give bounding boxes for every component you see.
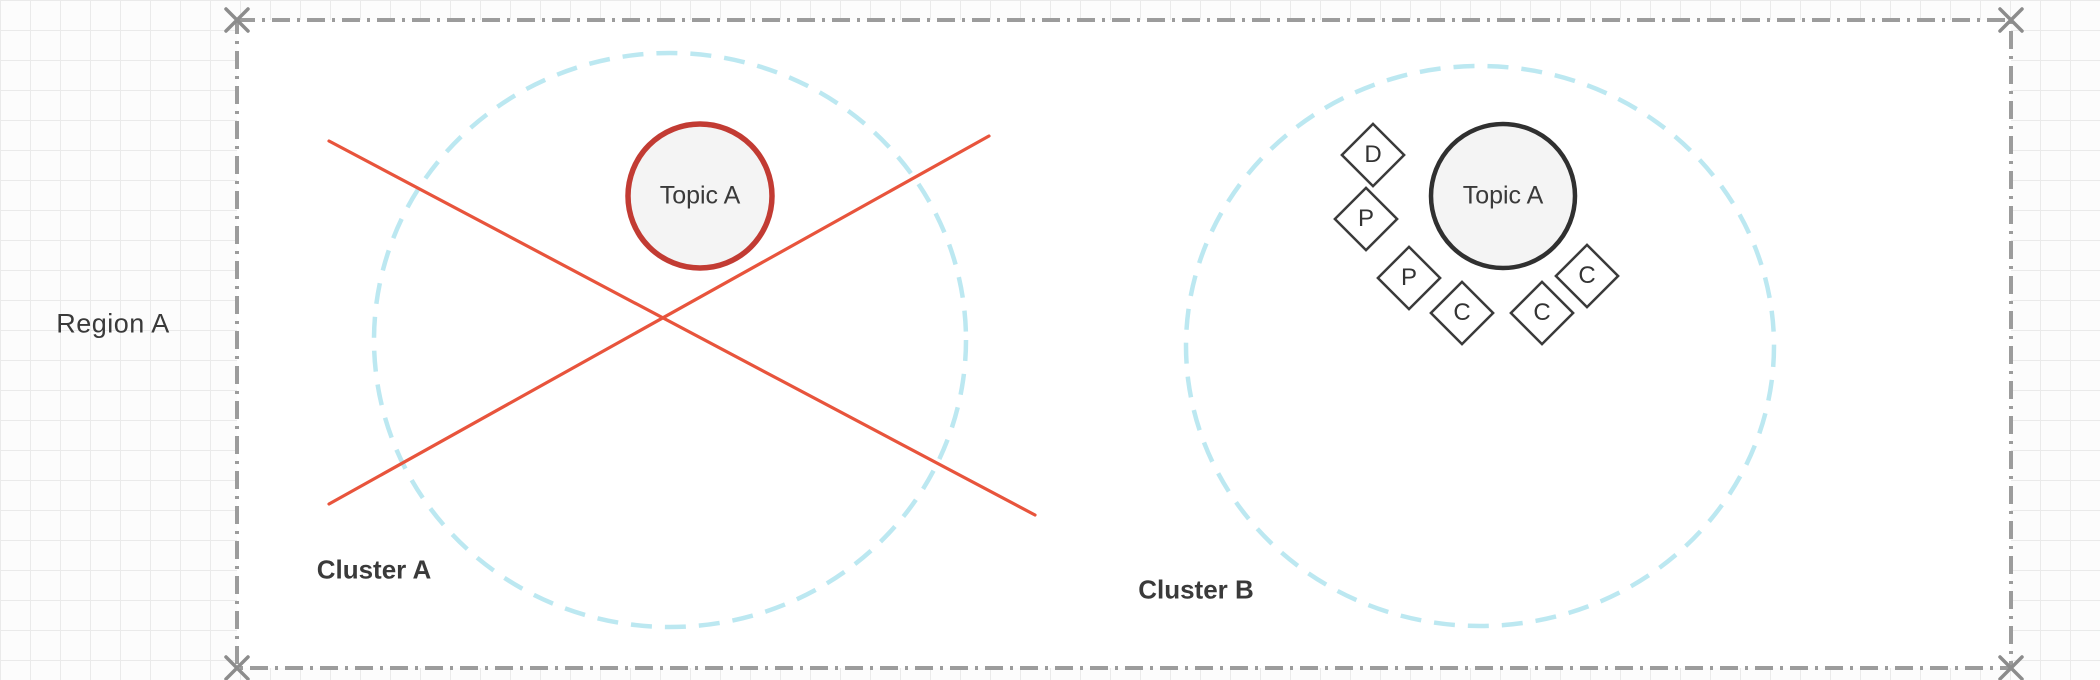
diamond-node-c1 [1429,280,1495,346]
diamond-node-label-c2: C [1533,299,1551,326]
diamond-node-label-d: D [1364,141,1382,168]
cluster-b-diamond-nodes [1333,122,1620,346]
topic-a-label-cluster-a: Topic A [659,181,741,210]
topic-a-node-cluster-b [1428,121,1578,271]
diamond-node-label-p2: P [1400,264,1418,291]
cluster-a-label: Cluster A [316,554,432,585]
diamond-node-c3 [1554,243,1620,309]
topic-a-node-cluster-a [625,121,775,271]
cluster-b-boundary [1183,63,1777,629]
diamond-node-label-p1: P [1357,205,1375,232]
diamond-node-label-c1: C [1453,299,1471,326]
diamond-node-p2 [1376,245,1442,311]
topic-a-label-cluster-b: Topic A [1462,181,1544,210]
corner-cross-icon [224,655,250,680]
cluster-b-label: Cluster B [1138,574,1254,605]
region-a-box [235,18,2013,670]
corner-cross-icon [1998,7,2024,33]
red-x-cross [327,134,1037,517]
cluster-a-boundary [371,50,969,630]
region-corner-markers [224,7,2024,680]
diamond-node-c2 [1509,280,1575,346]
failure-cross-line-1 [327,139,1037,517]
corner-cross-icon [1998,655,2024,680]
region-a-label: Region A [56,308,170,339]
diamond-node-p1 [1333,186,1399,252]
failure-cross-line-2 [327,134,991,506]
corner-cross-icon [224,7,250,33]
diamond-node-label-c3: C [1578,262,1596,289]
diamond-node-d [1340,122,1406,188]
